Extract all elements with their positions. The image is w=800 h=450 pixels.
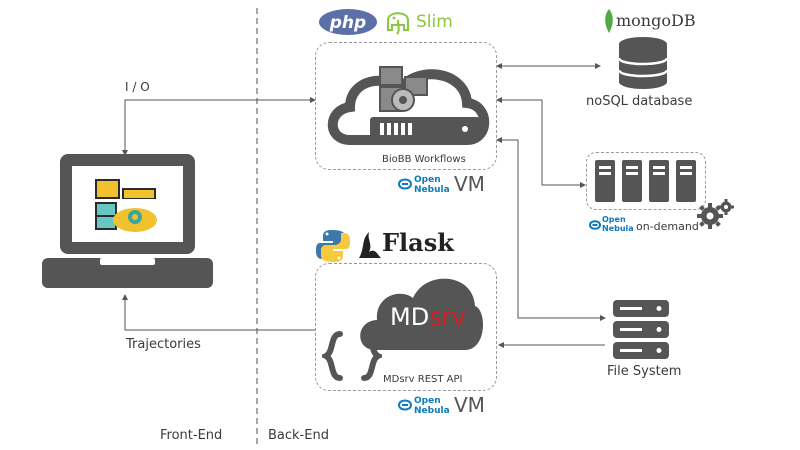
front-end-label: Front-End: [160, 428, 223, 443]
curly-braces-icon: [319, 330, 385, 382]
biobb-workflows-box: [315, 42, 497, 170]
laptop-icon: [40, 152, 215, 297]
flask-icon: [355, 228, 383, 262]
server-rack-icon: [595, 160, 697, 204]
opennebula-bottom-text: Nebula: [414, 185, 450, 195]
opennebula-top-text: Open: [602, 215, 626, 224]
python-icon: [315, 228, 351, 264]
on-demand-label: on-demand: [636, 220, 699, 233]
opennebula-bottom-text: Nebula: [602, 224, 634, 233]
biobb-filesystem-arrow: [496, 137, 606, 321]
opennebula-bottom-text: Nebula: [414, 406, 450, 416]
opennebula-top-text: Open: [414, 396, 441, 406]
back-end-label: Back-End: [268, 428, 329, 443]
database-icon: [617, 36, 669, 90]
file-system-label: File System: [607, 364, 682, 379]
nosql-database-label: noSQL database: [586, 94, 693, 109]
cloud-server-icon: [325, 55, 490, 155]
mdsrv-cloud-icon: [355, 266, 485, 352]
io-arrow: [122, 97, 316, 156]
mdsrv-logo: MDsrv: [390, 303, 466, 331]
php-logo: php: [318, 8, 378, 36]
slim-logo-text: Slim: [416, 12, 453, 32]
opennebula-icon: [397, 397, 413, 413]
opennebula-icon: [588, 217, 602, 231]
vm-label: VM: [454, 172, 485, 196]
mongo-leaf-icon: [603, 8, 615, 34]
opennebula-top-text: Open: [414, 175, 441, 185]
ondemand-box: [586, 152, 706, 210]
trajectories-arrow: [122, 294, 315, 331]
gears-icon: [696, 198, 734, 230]
biobb-ondemand-arrow: [496, 97, 586, 188]
flask-logo-text: Flask: [382, 228, 454, 257]
opennebula-icon: [397, 176, 413, 192]
mongodb-logo-text: mongoDB: [616, 11, 696, 30]
mdsrv-logo-md: MD: [390, 303, 430, 331]
io-label: I / O: [125, 80, 150, 94]
trajectories-label: Trajectories: [126, 337, 201, 352]
php-logo-text: php: [329, 13, 366, 33]
biobb-workflows-label: BioBB Workflows: [382, 154, 466, 165]
file-system-icon: [613, 300, 669, 360]
mdsrv-logo-srv: srv: [429, 303, 466, 331]
mdsrv-rest-api-label: MDsrv REST API: [383, 374, 463, 385]
mdsrv-box: [315, 263, 497, 391]
vm-label: VM: [454, 393, 485, 417]
elephant-icon: [383, 6, 413, 38]
